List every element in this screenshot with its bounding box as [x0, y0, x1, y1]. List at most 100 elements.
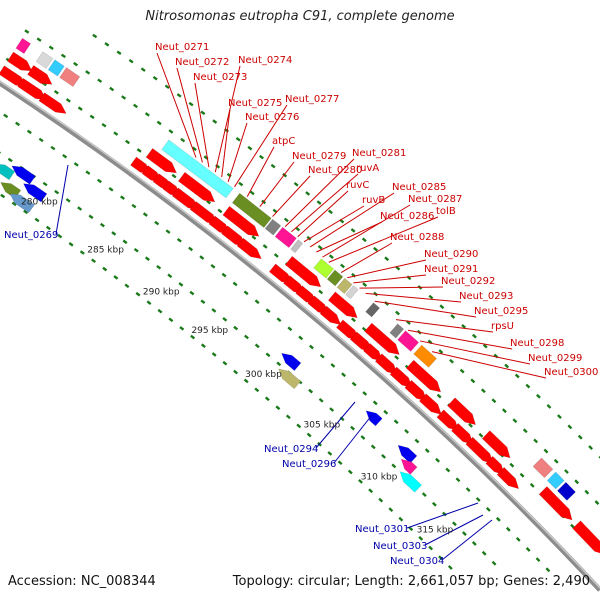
gene-label-neut-0299[interactable]: Neut_0299 [528, 353, 582, 364]
gene-label-neut-0285[interactable]: Neut_0285 [392, 182, 446, 193]
gene-label-neut-0276[interactable]: Neut_0276 [245, 112, 299, 123]
lane-tick [574, 479, 580, 485]
lane-tick [470, 378, 476, 384]
lane-tick [495, 516, 501, 522]
gene-label-neut-0298[interactable]: Neut_0298 [510, 338, 564, 349]
lane-tick [381, 453, 386, 459]
callout-line [272, 175, 311, 217]
gene-label-atpc[interactable]: atpC [272, 136, 295, 147]
lane-tick [221, 272, 227, 278]
lane-tick [77, 106, 83, 111]
lane-tick [243, 378, 249, 384]
gene-label-neut-0287[interactable]: Neut_0287 [408, 194, 462, 205]
gene-label-neut-0272[interactable]: Neut_0272 [175, 57, 229, 68]
lane-tick [370, 444, 376, 450]
lane-tick [362, 282, 368, 287]
lane-tick [102, 266, 108, 272]
lane-tick [157, 308, 163, 314]
lane-tick [351, 381, 357, 387]
lane-tick [120, 195, 125, 200]
lane-tick [478, 432, 484, 438]
scale-label-295-kbp: 295 kbp [191, 326, 228, 336]
lane-tick [133, 103, 138, 109]
lane-tick [68, 242, 74, 247]
callout-line [407, 329, 513, 350]
lane-tick [23, 209, 29, 215]
lane-tick [42, 181, 48, 187]
gene-label-neut-0295[interactable]: Neut_0295 [474, 306, 528, 317]
lane-tick [337, 460, 343, 466]
gene-label-neut-0292[interactable]: Neut_0292 [441, 276, 495, 287]
lane-tick [171, 173, 177, 179]
gene-label-tolb[interactable]: tolB [436, 206, 456, 217]
gene-label-neut-0279[interactable]: Neut_0279 [292, 151, 346, 162]
gene-label-neut-0280[interactable]: Neut_0280 [308, 165, 362, 176]
lane-tick [88, 214, 94, 220]
lane-tick [368, 488, 374, 494]
gene-label-neut-0303[interactable]: Neut_0303 [373, 541, 427, 552]
callout-line [227, 122, 248, 183]
lane-tick [362, 391, 368, 396]
lane-tick [167, 273, 173, 279]
lane-tick [109, 86, 115, 92]
lane-tick [373, 246, 378, 252]
gene-label-neut-0301[interactable]: Neut_0301 [355, 524, 409, 535]
lane-tick [306, 235, 312, 241]
lane-tick [283, 217, 289, 223]
lane-tick [146, 300, 152, 305]
gene-label-neut-0281[interactable]: Neut_0281 [352, 148, 406, 159]
gene-label-neut-0296[interactable]: Neut_0296 [282, 459, 336, 470]
cog-colored-gene [231, 192, 272, 229]
cog-colored-gene [365, 302, 381, 318]
lane-tick [73, 162, 79, 167]
lane-tick [553, 458, 559, 464]
callout-line [328, 216, 439, 263]
lane-tick [298, 335, 304, 341]
lane-tick [243, 290, 249, 296]
lane-tick [189, 290, 195, 296]
lane-tick [264, 396, 270, 402]
lane-tick [65, 98, 71, 103]
gene-label-neut-0275[interactable]: Neut_0275 [228, 98, 282, 109]
gene-label-neut-0286[interactable]: Neut_0286 [380, 211, 434, 222]
gene-label-neut-0304[interactable]: Neut_0304 [390, 556, 444, 567]
lane-tick [254, 387, 260, 393]
lane-tick [438, 555, 443, 561]
forward-gene-arrow [418, 393, 442, 416]
lane-tick [491, 398, 497, 404]
lane-tick [0, 149, 2, 155]
gene-label-neut-0291[interactable]: Neut_0291 [424, 264, 478, 275]
lane-tick [533, 438, 539, 444]
gene-label-rpsu[interactable]: rpsU [491, 321, 514, 332]
gene-label-ruvc[interactable]: ruvC [346, 180, 369, 191]
gene-label-neut-0294[interactable]: Neut_0294 [264, 444, 318, 455]
gene-label-ruvb[interactable]: ruvB [362, 195, 385, 206]
gene-label-ruva[interactable]: ruvA [356, 163, 379, 174]
lane-tick [144, 112, 150, 117]
lane-tick [200, 110, 206, 116]
gene-label-neut-0277[interactable]: Neut_0277 [285, 94, 339, 105]
gene-label-neut-0293[interactable]: Neut_0293 [459, 291, 513, 302]
gene-label-neut-0274[interactable]: Neut_0274 [238, 55, 292, 66]
callout-line [55, 164, 69, 235]
lane-tick [519, 472, 525, 478]
lane-tick [180, 137, 186, 143]
lane-tick [468, 423, 473, 428]
callout-line [359, 286, 444, 289]
gene-label-neut-0288[interactable]: Neut_0288 [390, 232, 444, 243]
gene-label-neut-0271[interactable]: Neut_0271 [155, 42, 209, 53]
lane-tick [247, 145, 253, 151]
callout-line [441, 519, 493, 561]
gene-label-neut-0273[interactable]: Neut_0273 [193, 72, 247, 83]
gene-label-neut-0290[interactable]: Neut_0290 [424, 249, 478, 260]
gene-label-neut-0269[interactable]: Neut_0269 [4, 230, 58, 241]
lane-tick [455, 477, 461, 483]
lane-tick [259, 154, 264, 160]
gene-label-neut-0300[interactable]: Neut_0300 [544, 367, 598, 378]
lane-tick [89, 114, 95, 120]
lane-tick [26, 129, 32, 135]
lane-tick [459, 368, 465, 374]
lane-tick [113, 131, 119, 136]
genome-summary: Topology: circular; Length: 2,661,057 bp… [232, 574, 590, 589]
cog-colored-gene [47, 59, 65, 77]
